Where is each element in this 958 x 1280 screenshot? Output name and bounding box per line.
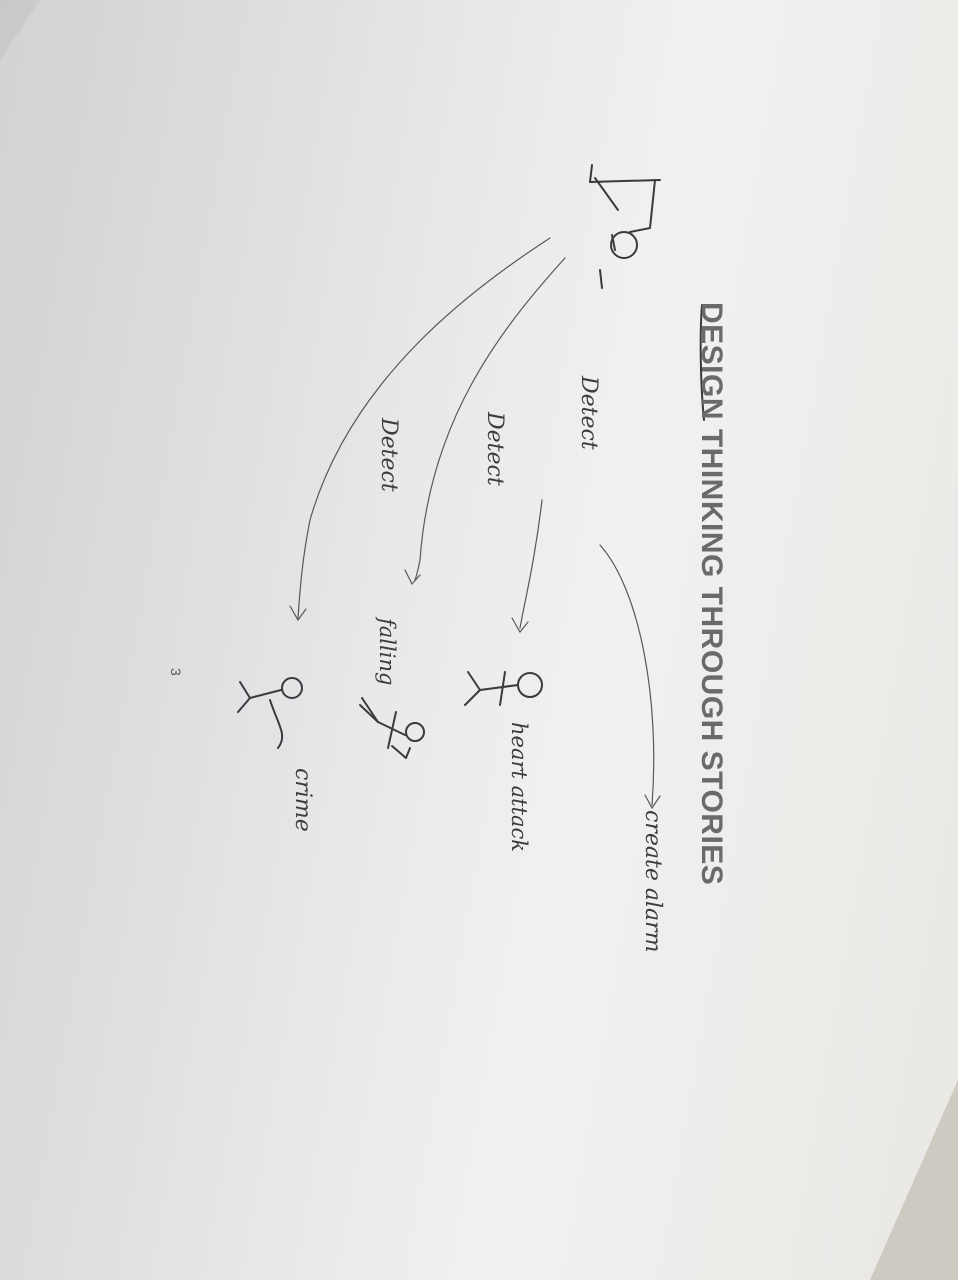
handwriting-heart: heart attack bbox=[507, 722, 531, 852]
arrowhead-create-alarm bbox=[644, 794, 661, 810]
arrow-to-falling bbox=[414, 257, 566, 581]
handwriting-detect-middle: Detect bbox=[482, 411, 507, 486]
camera-sketch-icon bbox=[589, 164, 661, 289]
stick-figure-heart-attack-icon bbox=[464, 671, 543, 706]
arrow-to-crime bbox=[297, 237, 551, 619]
handwriting-crime: crime bbox=[290, 768, 315, 832]
page-number: 3 bbox=[168, 668, 184, 676]
arrowhead-heart-attack bbox=[511, 617, 529, 634]
arrow-to-heart-attack bbox=[519, 499, 543, 629]
handwriting-detect-top: Detect bbox=[576, 375, 601, 450]
handwriting-falling: falling bbox=[375, 616, 399, 685]
arrowhead-falling bbox=[404, 569, 421, 586]
handwriting-detect-bottom: Detect bbox=[376, 417, 401, 492]
stick-figure-falling-icon bbox=[359, 697, 425, 759]
title-underline bbox=[699, 304, 705, 421]
page-title: DESIGN THINKING THROUGH STORIES bbox=[695, 302, 728, 886]
handwriting-create-alarm: create alarm bbox=[640, 810, 665, 952]
stick-figure-crime-icon bbox=[237, 677, 303, 749]
arrowhead-crime bbox=[289, 605, 307, 622]
arrow-to-create-alarm bbox=[599, 544, 655, 806]
paper-edge-shadow bbox=[870, 1080, 958, 1280]
